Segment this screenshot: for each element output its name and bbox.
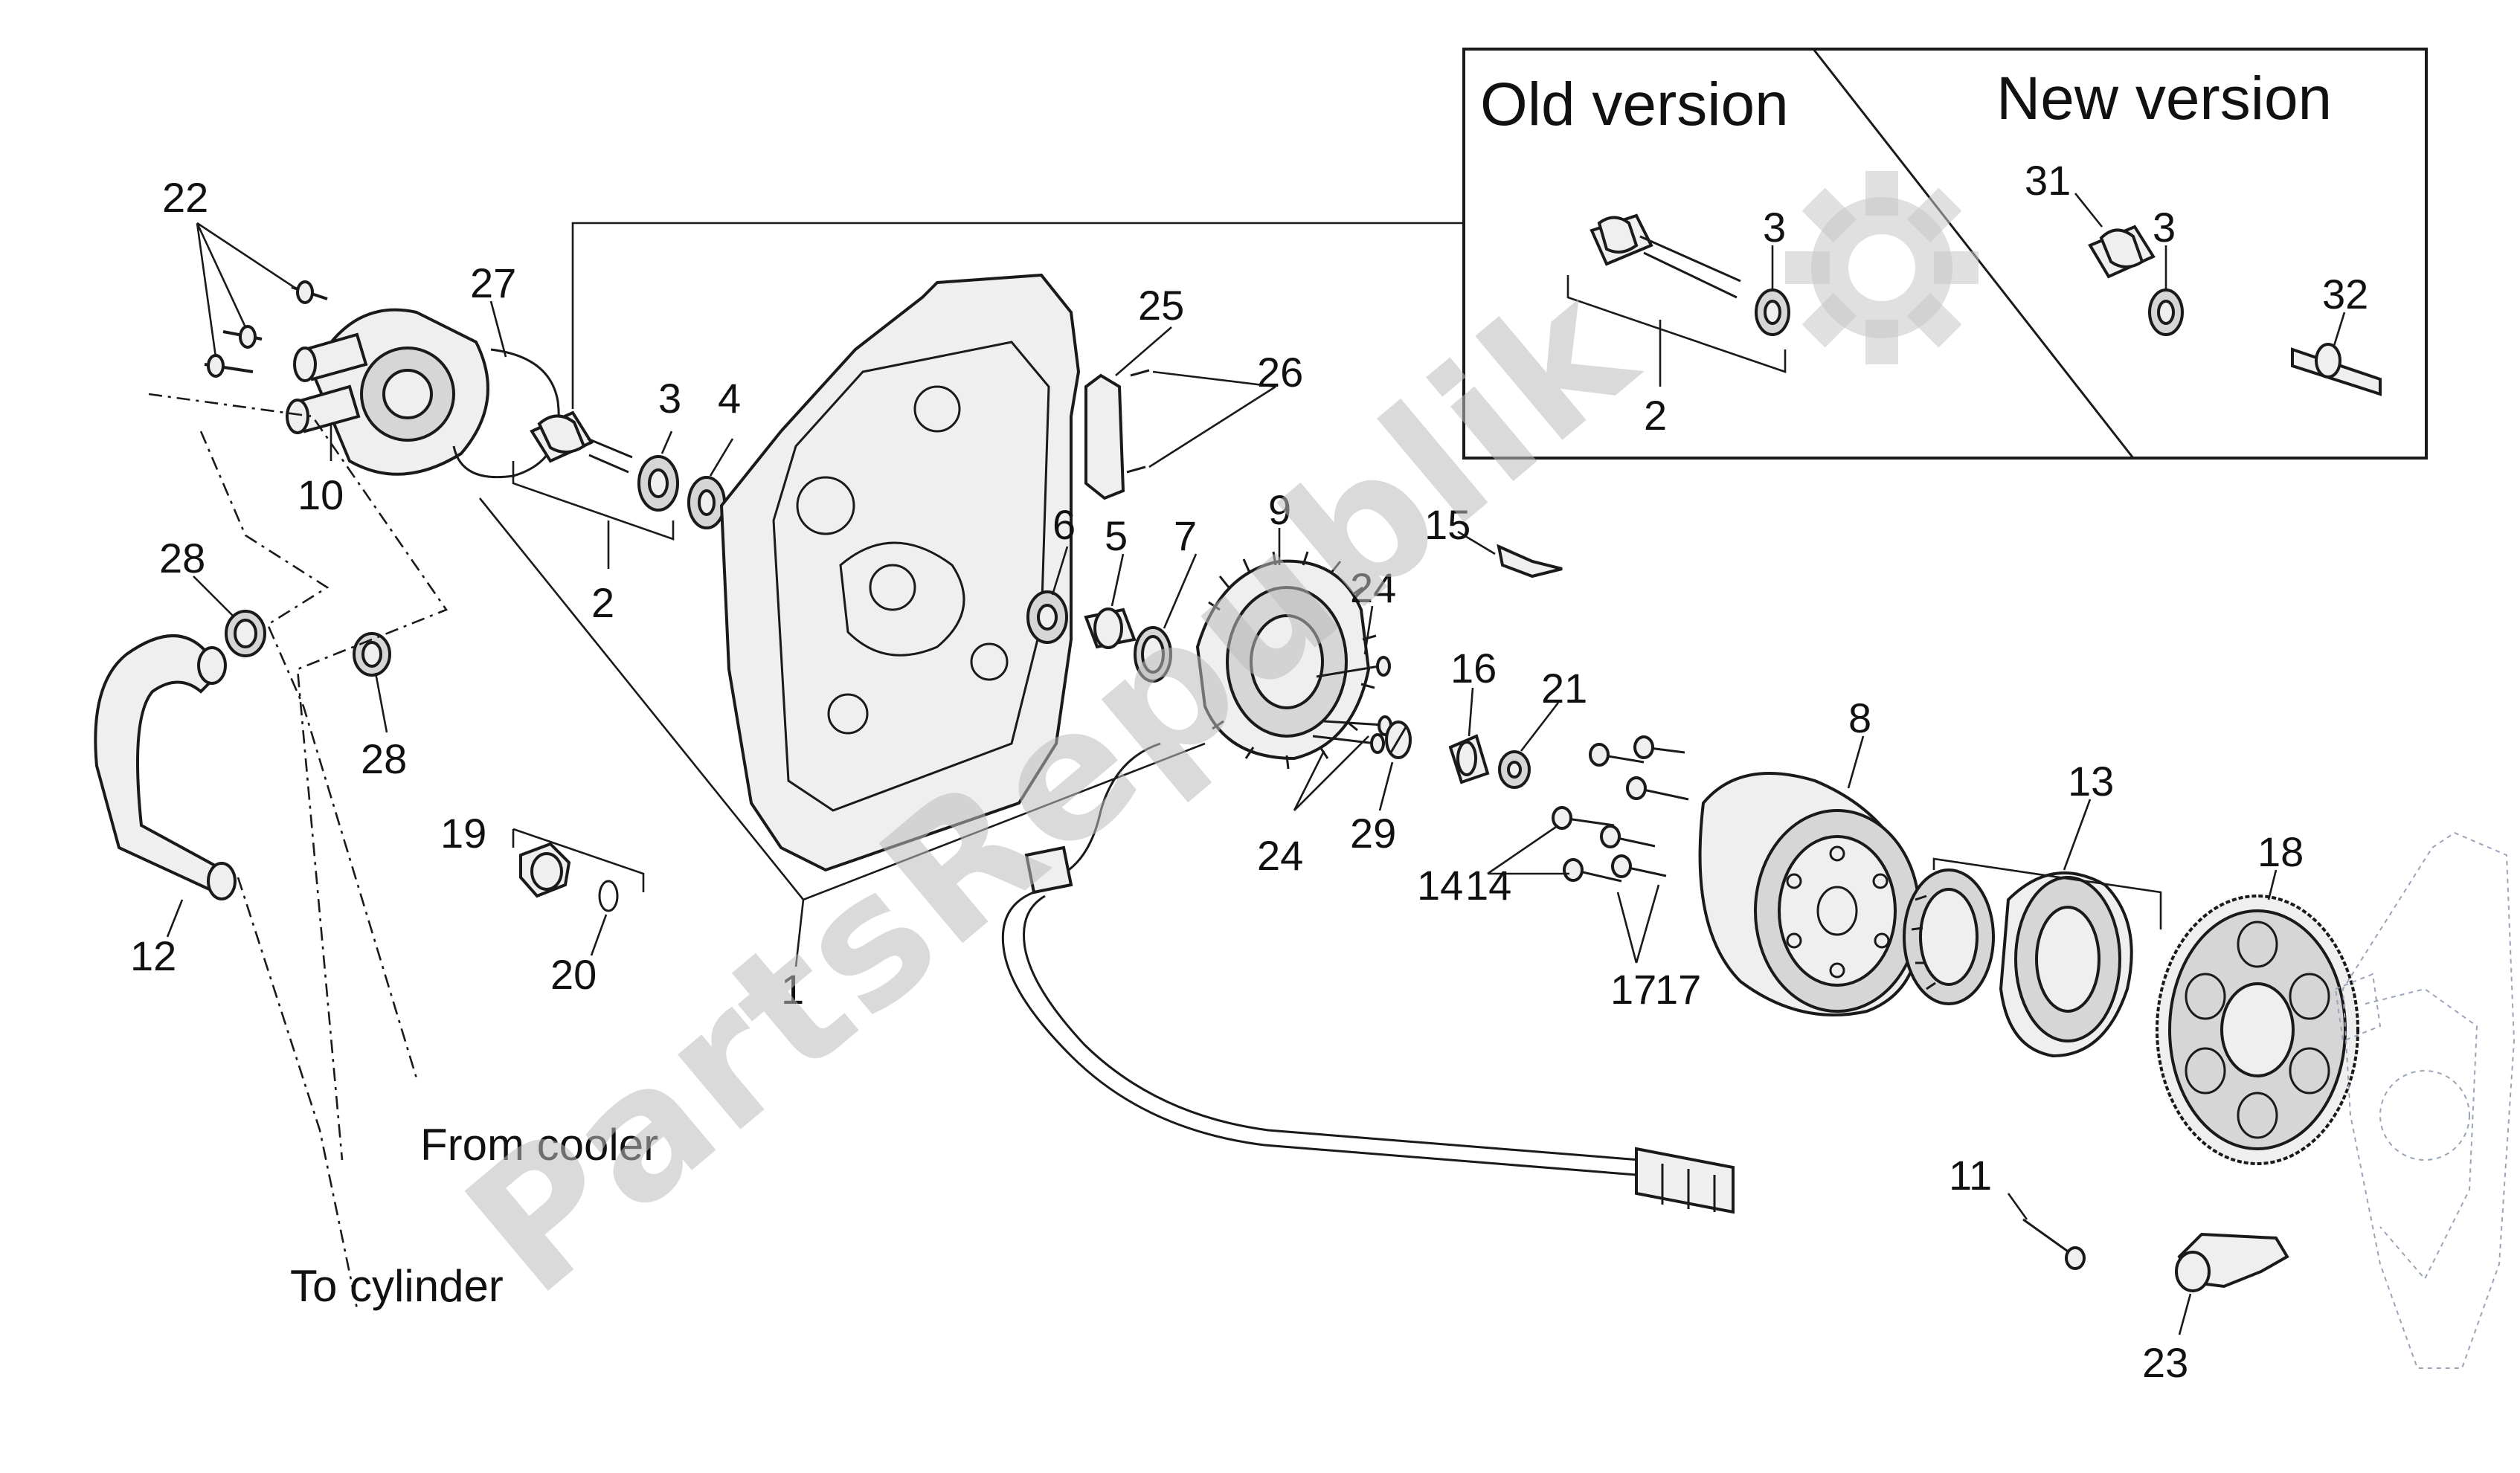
- stator-screws-and-washers: [1293, 530, 1563, 811]
- callout-7: 7: [1174, 512, 1197, 559]
- callout-20: 20: [550, 951, 597, 998]
- callout-9: 9: [1268, 486, 1291, 533]
- callout-8: 8: [1848, 694, 1871, 741]
- callout-1: 1: [781, 966, 804, 1013]
- callout-25: 25: [1138, 282, 1184, 329]
- callout-22: 22: [162, 174, 208, 221]
- flywheel: [1698, 735, 1922, 1016]
- flywheel-bolts: [1487, 735, 1689, 964]
- callout-21: 21: [1541, 665, 1587, 712]
- callout-3-main: 3: [658, 375, 681, 422]
- from-cooler-label: From cooler: [420, 1120, 658, 1170]
- callout-16: 16: [1450, 645, 1497, 692]
- callout-24-bottom: 24: [1257, 832, 1303, 879]
- to-cylinder-label: To cylinder: [290, 1261, 504, 1311]
- callout-24-top: 24: [1350, 564, 1396, 611]
- new-version-label: New version: [1996, 65, 2332, 132]
- callout-3-new: 3: [2153, 204, 2176, 251]
- stator-assembly: [1001, 528, 1735, 1214]
- screw-and-spacer: [2007, 1193, 2289, 1335]
- old-pump-shaft-assembly: [1566, 213, 1790, 387]
- water-pump-cover-group: [196, 222, 560, 479]
- starter-gear: [2156, 869, 2359, 1165]
- callout-10: 10: [298, 471, 344, 518]
- version-inset: Old version New version 2 3 31: [571, 48, 2428, 460]
- callout-14-left: 14: [1417, 862, 1463, 909]
- callout-12: 12: [130, 932, 176, 979]
- callout-3-old: 3: [1763, 204, 1786, 251]
- callout-28-right: 28: [361, 735, 407, 782]
- bearing-seals: [1026, 546, 1198, 683]
- engine-outline: [2334, 831, 2516, 1369]
- callout-6: 6: [1052, 501, 1076, 548]
- callout-32: 32: [2322, 271, 2368, 318]
- callout-27: 27: [470, 260, 516, 306]
- callout-15: 15: [1424, 501, 1470, 548]
- drain-plug: [512, 828, 645, 956]
- callout-14-right: 14: [1465, 862, 1511, 909]
- crankcase-cover: [478, 273, 1206, 967]
- callout-29: 29: [1350, 810, 1396, 857]
- callout-5: 5: [1105, 512, 1128, 559]
- callout-28-left: 28: [159, 535, 205, 581]
- pump-shaft-group: [512, 410, 734, 569]
- callout-17-right: 17: [1655, 966, 1701, 1013]
- old-version-label: Old version: [1480, 71, 1789, 138]
- watermark: PartsRepublik: [429, 171, 1979, 1334]
- callout-4: 4: [718, 375, 741, 422]
- hose-and-clamps: [94, 393, 448, 1309]
- new-pump-parts: [2074, 193, 2382, 396]
- callout-23: 23: [2142, 1339, 2188, 1386]
- bracket-and-screws: [1084, 326, 1276, 500]
- freewheel-assembly: [1903, 799, 2162, 1058]
- callout-18: 18: [2257, 828, 2304, 875]
- callout-2-inset: 2: [1644, 392, 1667, 439]
- callout-13: 13: [2068, 758, 2114, 805]
- callout-31: 31: [2025, 157, 2071, 204]
- callout-19: 19: [440, 810, 486, 857]
- callout-11: 11: [1949, 1152, 1992, 1199]
- watermark-gear-icon: [1785, 171, 1979, 364]
- callout-17-left: 17: [1610, 966, 1656, 1013]
- callout-2-main: 2: [591, 579, 614, 626]
- callout-26: 26: [1257, 349, 1303, 396]
